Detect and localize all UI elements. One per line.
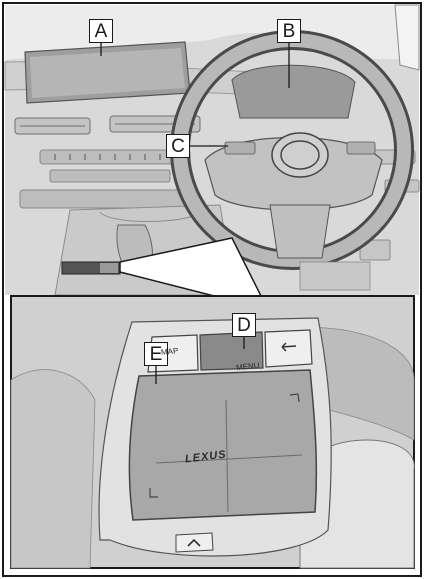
back-button-shape bbox=[265, 330, 312, 367]
callout-label-c: C bbox=[166, 134, 190, 158]
touchpad-inset bbox=[11, 296, 414, 568]
callout-label-a: A bbox=[89, 19, 113, 43]
callout-label-d: D bbox=[232, 313, 256, 337]
map-button-label: MAP bbox=[161, 346, 179, 357]
lower-dash bbox=[300, 262, 370, 290]
callout-label-b: B bbox=[277, 19, 301, 43]
